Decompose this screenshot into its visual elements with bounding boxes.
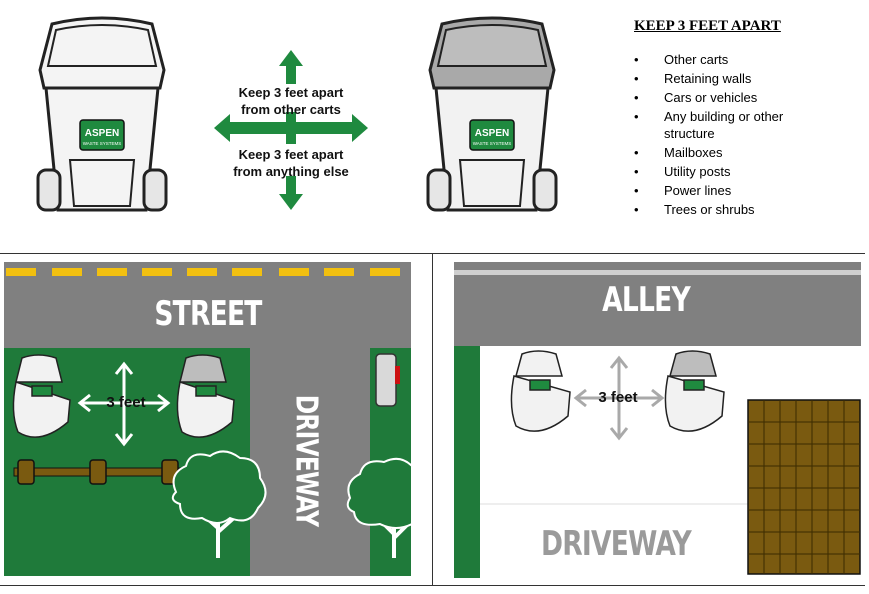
legend-item: Retaining walls [634,70,834,87]
street-panel [4,262,413,576]
vertical-divider [432,254,433,585]
horizontal-divider-bottom [0,585,865,586]
legend-item: Utility posts [634,163,834,180]
legend-list: Other carts Retaining walls Cars or vehi… [634,51,834,220]
street-label: STREET [154,294,262,334]
legend-item: Cars or vehicles [634,89,834,106]
cart-brand-2: ASPEN [475,128,509,139]
street-distance-label: 3 feet [106,394,146,411]
alley-distance-label: 3 feet [598,389,638,406]
legend-item: Trees or shrubs [634,201,834,218]
spacing-arrows [212,48,370,213]
cart-sub-2: WASTE SYSTEMS [473,141,512,146]
legend-item: Any building or other structure [634,108,834,142]
alley-panel [454,262,861,578]
alley-driveway-label: DRIVEWAY [541,524,692,564]
legend-item: Mailboxes [634,144,834,161]
cart-illustration-gray: ASPEN WASTE SYSTEMS [412,10,572,225]
legend-title: KEEP 3 FEET APART [634,18,781,34]
cart-brand: ASPEN [85,128,119,139]
cart-sub: WASTE SYSTEMS [83,141,122,146]
street-driveway-label: DRIVEWAY [288,394,324,527]
alley-label: ALLEY [602,280,691,320]
legend-item: Power lines [634,182,834,199]
horizontal-divider-top [0,253,865,254]
legend-item: Other carts [634,51,834,68]
cart-illustration-white: ASPEN WASTE SYSTEMS [22,10,182,225]
